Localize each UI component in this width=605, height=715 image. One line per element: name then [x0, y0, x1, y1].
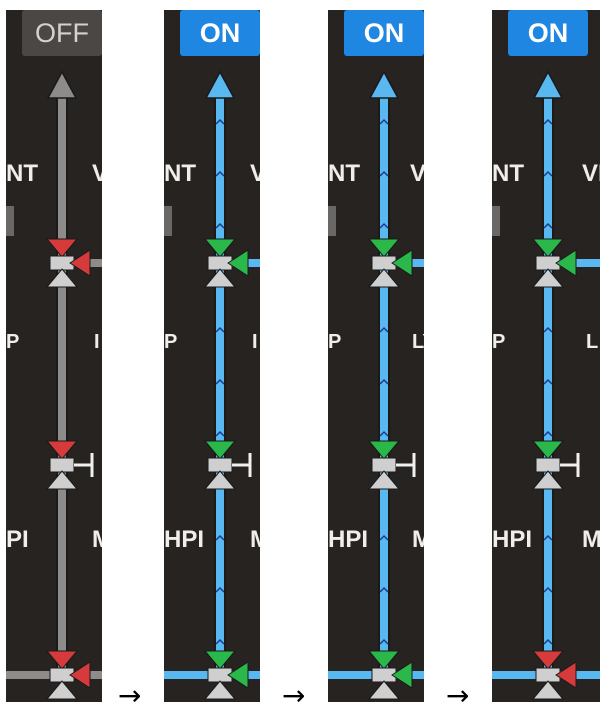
flow-chevron-icon — [379, 170, 389, 177]
hpi-label-left-4: HPI — [492, 526, 533, 553]
mid-valve-icon — [367, 440, 416, 490]
flow-chevron-icon — [215, 430, 225, 437]
status-indicator-2[interactable]: ON — [180, 10, 260, 56]
vent-label-left-2: NT — [164, 160, 196, 187]
flow-chevron-icon — [215, 118, 225, 125]
mid-valve-icon — [531, 440, 580, 490]
bottom-valve-icon — [367, 650, 413, 700]
flow-chevron-icon — [379, 534, 389, 541]
pipe-diagram-2 — [164, 70, 260, 700]
top-valve-icon — [531, 238, 577, 288]
hpi-label-left-3: HPI — [328, 526, 369, 553]
hpi-label-right-4: M — [582, 526, 600, 553]
transition-arrow-1: → — [118, 679, 142, 712]
valve-panel-2: ON NT V P I HPI M — [164, 10, 260, 702]
vent-stub-left — [6, 206, 14, 236]
bypass-label-left-1: P — [6, 331, 20, 353]
pipe-diagram-4 — [492, 70, 600, 700]
vent-stub-left — [328, 206, 336, 236]
bypass-label-right-1: I — [94, 331, 100, 353]
flow-chevron-icon — [215, 534, 225, 541]
flow-arrow-up-icon — [368, 70, 400, 99]
flow-chevron-icon — [543, 430, 553, 437]
vent-stub-left — [164, 206, 172, 236]
flow-chevron-icon — [543, 638, 553, 645]
top-valve-icon — [45, 238, 91, 288]
mid-valve-icon — [203, 440, 252, 490]
flow-chevron-icon — [543, 170, 553, 177]
flow-chevron-icon — [215, 638, 225, 645]
bottom-valve-icon — [531, 650, 577, 700]
transition-arrow-3: → — [446, 679, 470, 712]
flow-chevron-icon — [543, 326, 553, 333]
bypass-label-right-2: I — [252, 331, 258, 353]
vent-label-left-3: NT — [328, 160, 360, 187]
top-valve-icon — [367, 238, 413, 288]
valve-panel-4: ON NT VI P L HPI M — [492, 10, 600, 702]
valve-panel-1: OFF NT V P I PI M — [6, 10, 102, 702]
flow-arrow-up-icon — [204, 70, 236, 99]
bottom-valve-icon — [45, 650, 91, 700]
flow-chevron-icon — [215, 222, 225, 229]
flow-chevron-icon — [379, 638, 389, 645]
vent-label-right-4: VI — [582, 160, 600, 187]
flow-chevron-icon — [543, 222, 553, 229]
status-indicator-3[interactable]: ON — [344, 10, 424, 56]
flow-chevron-icon — [543, 378, 553, 385]
flow-chevron-icon — [379, 222, 389, 229]
flow-chevron-icon — [379, 118, 389, 125]
bypass-label-left-3: P — [328, 331, 342, 353]
bypass-label-right-3: LY — [412, 331, 424, 353]
hpi-label-right-2: M — [250, 528, 260, 552]
vent-stub-left — [492, 206, 500, 236]
vent-label-right-3: VE — [410, 160, 424, 187]
flow-chevron-icon — [543, 586, 553, 593]
status-indicator-4[interactable]: ON — [508, 10, 588, 56]
flow-chevron-icon — [543, 118, 553, 125]
bypass-label-left-2: P — [164, 331, 178, 353]
flow-chevron-icon — [379, 326, 389, 333]
flow-chevron-icon — [543, 534, 553, 541]
hpi-label-right-3: M — [412, 526, 424, 553]
bypass-label-right-4: L — [586, 331, 599, 353]
flow-arrow-up-icon — [532, 70, 564, 99]
flow-chevron-icon — [215, 170, 225, 177]
transition-arrow-2: → — [282, 679, 306, 712]
flow-chevron-icon — [379, 378, 389, 385]
vent-label-left-1: NT — [6, 160, 38, 187]
valve-panel-3: ON NT VE P LY HPI M — [328, 10, 424, 702]
bottom-valve-icon — [203, 650, 249, 700]
status-indicator-1[interactable]: OFF — [22, 10, 102, 56]
mid-valve-icon — [45, 440, 94, 490]
flow-chevron-icon — [215, 586, 225, 593]
pipe-diagram-3 — [328, 70, 424, 700]
hpi-label-right-1: M — [92, 528, 102, 552]
flow-chevron-icon — [215, 326, 225, 333]
top-valve-icon — [203, 238, 249, 288]
hpi-label-left-2: HPI — [164, 526, 205, 553]
vent-label-left-4: NT — [492, 160, 524, 187]
pipe-diagram-1 — [6, 70, 102, 700]
vent-label-right-1: V — [92, 160, 102, 187]
bypass-label-left-4: P — [492, 331, 506, 353]
flow-chevron-icon — [379, 586, 389, 593]
flow-chevron-icon — [215, 378, 225, 385]
flow-chevron-icon — [379, 430, 389, 437]
vent-label-right-2: V — [250, 160, 260, 187]
hpi-label-left-1: PI — [6, 526, 29, 553]
flow-arrow-up-icon — [46, 70, 78, 99]
